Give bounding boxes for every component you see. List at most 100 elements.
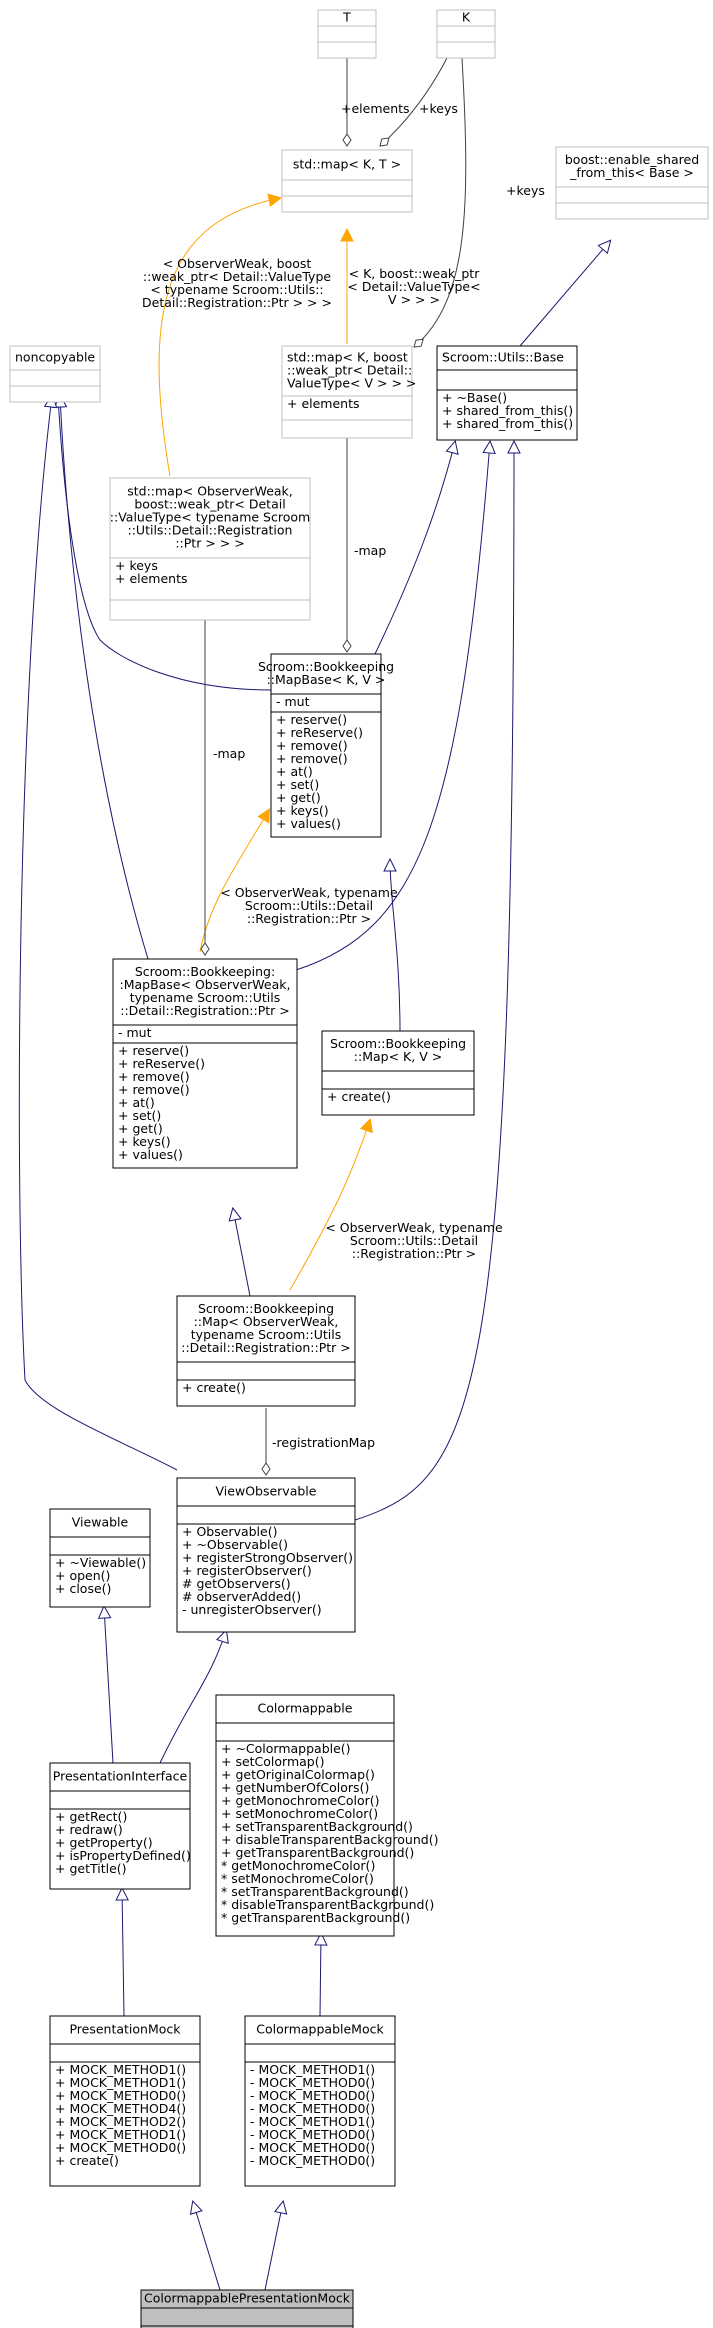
edge-label-map-ow: -map — [213, 746, 245, 761]
class-box-stdmap-KT[interactable]: std::map< K, T > — [281, 149, 413, 213]
class-method: + remove() — [276, 751, 348, 766]
class-name-line: T — [342, 10, 351, 25]
class-method: + setColormap() — [221, 1754, 325, 1769]
edge-cpm-to-colormappablemock — [264, 2202, 283, 2291]
class-method: + MOCK_METHOD1() — [55, 2127, 186, 2142]
class-name-line: K — [462, 10, 471, 25]
class-method: + remove() — [118, 1082, 190, 1097]
edge-label-keys-map: +keys — [419, 101, 458, 116]
class-box-cpm[interactable]: ColormappablePresentationMock + create() — [140, 2289, 354, 2328]
class-box-K[interactable]: K — [436, 9, 496, 59]
class-name-line: Scroom::Bookkeeping: — [135, 964, 275, 979]
edge-label-ow-template: < ObserverWeak, boost — [163, 256, 312, 271]
class-method: + redraw() — [55, 1822, 123, 1837]
class-name-line: :MapBase< ObserverWeak, — [119, 977, 290, 992]
class-box-frame — [176, 1295, 356, 1407]
class-method: + getProperty() — [55, 1835, 153, 1850]
class-name-line: std::map< K, T > — [293, 157, 401, 172]
class-method: + keys() — [276, 803, 329, 818]
edge-label-map-template: < ObserverWeak, typename — [325, 1220, 503, 1235]
class-name-line: ColormappableMock — [256, 2022, 384, 2037]
edge-viewobservable-to-base — [354, 442, 514, 1521]
class-method: + at() — [276, 764, 313, 779]
class-method: * setMonochromeColor() — [221, 1871, 374, 1886]
class-box-map-KV[interactable]: Scroom::Bookkeeping::Map< K, V >+ create… — [321, 1030, 475, 1116]
class-method: + getOriginalColormap() — [221, 1767, 375, 1782]
class-method: + reserve() — [276, 712, 347, 727]
class-box-noncopyable[interactable]: noncopyable — [9, 345, 101, 403]
class-box-colormappable[interactable]: Colormappable+ ~Colormappable()+ setColo… — [215, 1694, 438, 1937]
edge-label-map-left: -map — [354, 543, 386, 558]
class-method: - MOCK_METHOD0() — [250, 2127, 375, 2142]
edge-label-kv-template: V > > > — [388, 292, 440, 307]
edge-labels-layer: +elements+keys+keys< ObserverWeak, boost… — [142, 101, 545, 1450]
class-method: + shared_from_this() — [442, 403, 573, 418]
class-box-stdmap-ow[interactable]: std::map< ObserverWeak, boost::weak_ptr<… — [109, 477, 311, 621]
class-name-line: Scroom::Bookkeeping — [330, 1036, 466, 1051]
edge-presentation-to-viewobservable — [159, 1631, 226, 1764]
class-method: + MOCK_METHOD2() — [55, 2114, 186, 2129]
class-box-frame — [321, 1030, 475, 1116]
class-box-frame — [176, 1477, 356, 1633]
class-method: + create() — [146, 2326, 210, 2328]
edge-label-ow-template: ::weak_ptr< Detail::ValueType — [143, 269, 331, 284]
class-box-scroom-base[interactable]: Scroom::Utils::Base+ ~Base()+ shared_fro… — [436, 345, 578, 441]
class-box-boost-esft[interactable]: boost::enable_shared_from_this< Base > — [555, 146, 709, 220]
class-box-frame — [49, 1762, 191, 1890]
edge-label-registration-map: -registrationMap — [272, 1435, 375, 1450]
class-box-presentationmock[interactable]: PresentationMock+ MOCK_METHOD1()+ MOCK_M… — [49, 2015, 201, 2187]
class-box-frame — [281, 345, 413, 439]
class-box-viewobservable[interactable]: ViewObservable+ Observable()+ ~Observabl… — [176, 1477, 356, 1633]
class-method: + open() — [55, 1568, 110, 1583]
class-box-viewable[interactable]: Viewable+ ~Viewable()+ open()+ close() — [49, 1508, 151, 1608]
class-box-map-ow[interactable]: Scroom::Bookkeeping::Map< ObserverWeak, … — [176, 1295, 356, 1407]
class-method: + setTransparentBackground() — [221, 1819, 413, 1834]
class-method: + MOCK_METHOD0() — [55, 2140, 186, 2155]
edge-label-mapbase-template: Scroom::Utils::Detail — [245, 898, 373, 913]
class-name-line: ValueType< V > > > — [287, 376, 416, 391]
class-method: + get() — [276, 790, 321, 805]
edges-layer — [18, 57, 610, 2291]
class-method: + remove() — [118, 1069, 190, 1084]
edge-presentationmock-to-interface — [122, 1889, 124, 2017]
class-method: + values() — [118, 1147, 183, 1162]
class-name-line: ::Map< K, V > — [354, 1049, 442, 1064]
class-method: + setMonochromeColor() — [221, 1806, 378, 1821]
class-method: + getNumberOfColors() — [221, 1780, 369, 1795]
class-box-frame — [112, 958, 298, 1169]
class-method: + getMonochromeColor() — [221, 1793, 380, 1808]
class-method: * getTransparentBackground() — [221, 1910, 410, 1925]
edge-label-ow-template: < typename Scroom::Utils:: — [150, 282, 323, 297]
class-method: + ~Base() — [442, 390, 507, 405]
class-box-T[interactable]: T — [317, 9, 377, 59]
class-box-mapbase-ow[interactable]: Scroom::Bookkeeping::MapBase< ObserverWe… — [112, 958, 298, 1169]
class-name-line: ::ValueType< typename Scroom — [110, 510, 310, 525]
edge-label-mapbase-template: ::Registration::Ptr > — [247, 911, 371, 926]
class-box-frame — [109, 477, 311, 621]
edge-cpm-to-presentationmock — [193, 2202, 221, 2291]
class-name-line: Scroom::Bookkeeping — [198, 1301, 334, 1316]
class-box-frame — [140, 2289, 354, 2328]
class-box-frame — [436, 345, 578, 441]
class-method: + Observable() — [182, 1524, 277, 1539]
edge-label-map-template: ::Registration::Ptr > — [352, 1246, 476, 1261]
class-method: - MOCK_METHOD1() — [250, 2062, 375, 2077]
edge-label-kv-template: < Detail::ValueType< — [347, 279, 480, 294]
class-name-line: Scroom::Utils::Base — [442, 350, 564, 365]
class-box-colormappablemock[interactable]: ColormappableMock - MOCK_METHOD1() - MOCK_… — [244, 2015, 396, 2187]
class-attribute: + elements — [287, 396, 360, 411]
class-attribute: + keys — [115, 558, 158, 573]
class-box-stdmap-K-weak[interactable]: std::map< K, boost::weak_ptr< Detail::Va… — [281, 345, 416, 439]
class-box-frame — [281, 149, 413, 213]
class-name-line: std::map< ObserverWeak, — [127, 484, 293, 499]
class-box-presentationinterface[interactable]: PresentationInterface+ getRect()+ redraw… — [49, 1762, 191, 1890]
class-method: + set() — [276, 777, 319, 792]
edge-label-mapbase-template: < ObserverWeak, typename — [220, 885, 398, 900]
class-box-mapbase-KV[interactable]: Scroom::Bookkeeping::MapBase< K, V >- mu… — [258, 653, 394, 838]
class-method: # getObservers() — [182, 1576, 291, 1591]
class-method: + ~Viewable() — [55, 1555, 146, 1570]
class-name-line: ColormappablePresentationMock — [144, 2291, 351, 2306]
edge-colormappablemock-to-colormappable — [320, 1934, 321, 2017]
edge-map-kv-to-mapbase-kv — [390, 860, 401, 1032]
